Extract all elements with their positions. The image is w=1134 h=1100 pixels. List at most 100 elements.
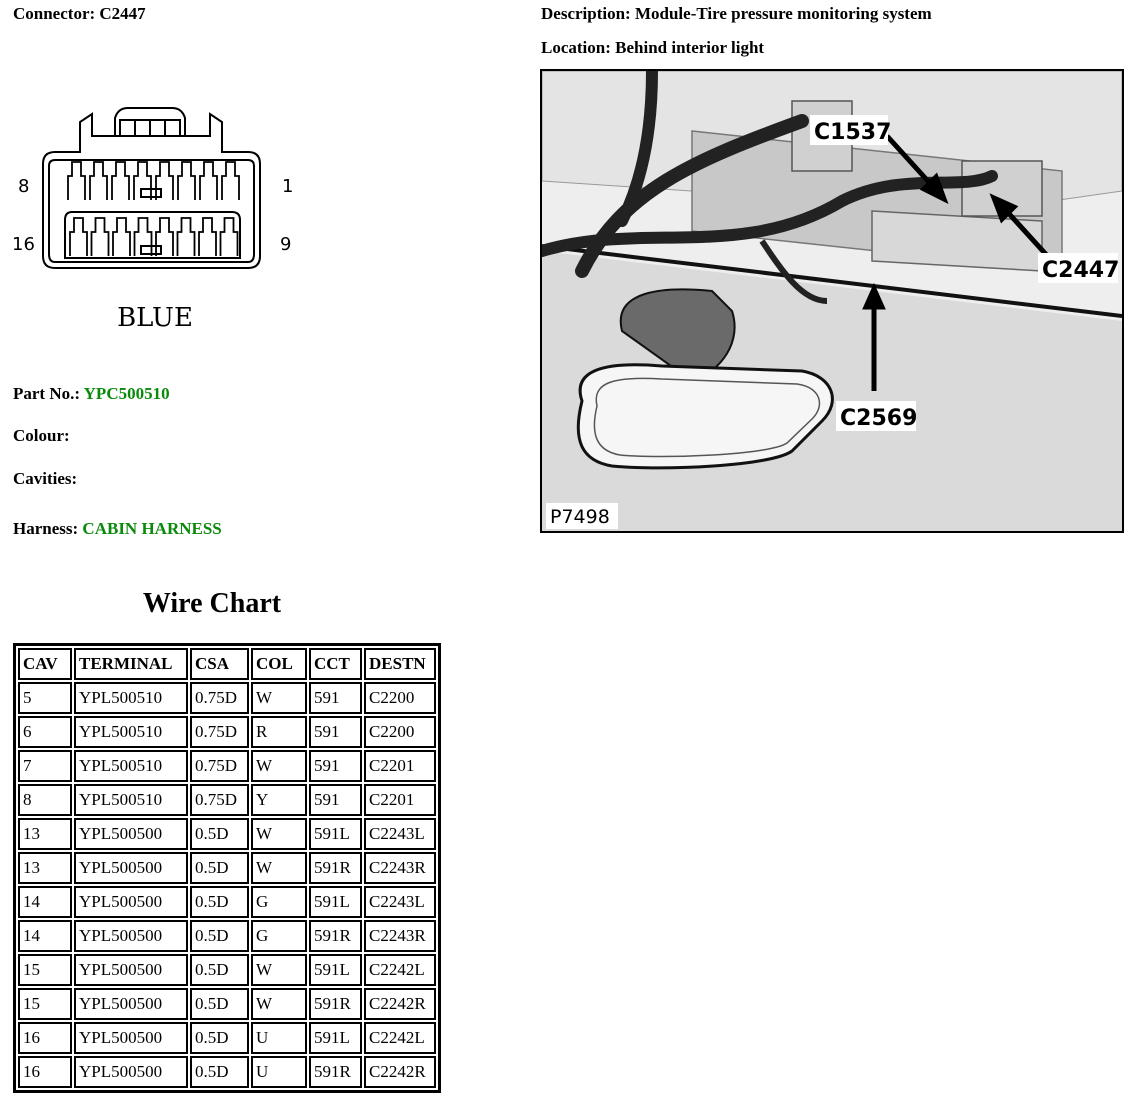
cell-csa: 0.5D	[190, 920, 249, 952]
cell-csa: 0.5D	[190, 886, 249, 918]
location-value: Behind interior light	[615, 38, 765, 57]
cell-terminal: YPL500500	[74, 954, 188, 986]
cell-cct: 591R	[309, 852, 362, 884]
cell-destn: C2200	[364, 682, 436, 714]
cell-cct: 591L	[309, 1022, 362, 1054]
part-label: Part No.:	[13, 384, 81, 403]
harness-label: Harness:	[13, 519, 79, 538]
cell-cct: 591	[309, 682, 362, 714]
cell-cct: 591R	[309, 1056, 362, 1088]
description-value: Module-Tire pressure monitoring system	[634, 4, 932, 23]
col-header-cav: CAV	[18, 648, 72, 680]
cell-terminal: YPL500500	[74, 886, 188, 918]
cell-col: R	[251, 716, 307, 748]
cell-terminal: YPL500500	[74, 1056, 188, 1088]
cell-terminal: YPL500500	[74, 852, 188, 884]
cell-cav: 6	[18, 716, 72, 748]
cell-csa: 0.5D	[190, 1022, 249, 1054]
pin-16-label: 16	[12, 234, 35, 255]
cell-cav: 8	[18, 784, 72, 816]
cell-col: U	[251, 1056, 307, 1088]
cell-csa: 0.75D	[190, 716, 249, 748]
cell-cct: 591L	[309, 886, 362, 918]
cell-cct: 591L	[309, 818, 362, 850]
cell-destn: C2243L	[364, 886, 436, 918]
cell-cav: 14	[18, 920, 72, 952]
cell-cav: 7	[18, 750, 72, 782]
cell-csa: 0.5D	[190, 988, 249, 1020]
pin-1-label: 1	[282, 176, 293, 197]
cell-csa: 0.5D	[190, 1056, 249, 1088]
cell-cav: 5	[18, 682, 72, 714]
cell-cct: 591R	[309, 920, 362, 952]
cell-col: Y	[251, 784, 307, 816]
cell-cct: 591	[309, 716, 362, 748]
cell-col: W	[251, 818, 307, 850]
cell-terminal: YPL500510	[74, 716, 188, 748]
connector-label: Connector:	[13, 4, 96, 23]
cell-csa: 0.75D	[190, 784, 249, 816]
wire-chart-title: Wire Chart	[142, 588, 282, 619]
col-header-terminal: TERMINAL	[74, 648, 188, 680]
cell-cav: 15	[18, 954, 72, 986]
cell-terminal: YPL500500	[74, 818, 188, 850]
cell-terminal: YPL500500	[74, 988, 188, 1020]
cell-terminal: YPL500500	[74, 920, 188, 952]
cell-csa: 0.5D	[190, 818, 249, 850]
cell-csa: 0.75D	[190, 750, 249, 782]
part-number-line: Part No.: YPC500510	[13, 384, 170, 404]
cell-col: W	[251, 954, 307, 986]
col-header-destn: DESTN	[364, 648, 436, 680]
cell-destn: C2201	[364, 750, 436, 782]
pin-9-label: 9	[280, 234, 291, 255]
connector-face-diagram: 8 1 16 9 BLUE	[10, 100, 310, 340]
cell-col: W	[251, 750, 307, 782]
cavities-label: Cavities:	[13, 469, 78, 488]
connector-color-text: BLUE	[117, 303, 193, 333]
cell-cav: 16	[18, 1022, 72, 1054]
cell-destn: C2242R	[364, 988, 436, 1020]
cell-destn: C2242L	[364, 954, 436, 986]
col-header-csa: CSA	[190, 648, 249, 680]
cell-cav: 14	[18, 886, 72, 918]
description-line: Description: Module-Tire pressure monito…	[541, 4, 932, 24]
harness-value: CABIN HARNESS	[82, 519, 222, 538]
cell-col: W	[251, 988, 307, 1020]
cell-destn: C2200	[364, 716, 436, 748]
cell-cav: 15	[18, 988, 72, 1020]
cell-terminal: YPL500510	[74, 750, 188, 782]
cell-destn: C2242L	[364, 1022, 436, 1054]
callout-c1537: C1537	[814, 120, 891, 145]
cavities-line: Cavities:	[13, 469, 77, 489]
cell-cav: 16	[18, 1056, 72, 1088]
location-photo: C1537 C2447 C2569 P7498	[540, 69, 1124, 533]
cell-csa: 0.5D	[190, 852, 249, 884]
location-line: Location: Behind interior light	[541, 38, 764, 58]
cell-csa: 0.5D	[190, 954, 249, 986]
cell-cct: 591R	[309, 988, 362, 1020]
cell-destn: C2243R	[364, 920, 436, 952]
cell-col: G	[251, 920, 307, 952]
cell-terminal: YPL500510	[74, 682, 188, 714]
cell-cct: 591L	[309, 954, 362, 986]
table-header-row: CAV TERMINAL CSA COL CCT DESTN	[18, 648, 436, 680]
cell-destn: C2243R	[364, 852, 436, 884]
cell-destn: C2201	[364, 784, 436, 816]
colour-line: Colour:	[13, 426, 70, 446]
cell-cav: 13	[18, 852, 72, 884]
pin-8-label: 8	[18, 176, 29, 197]
callout-c2569: C2569	[840, 406, 917, 431]
col-header-cct: CCT	[309, 648, 362, 680]
cell-col: W	[251, 852, 307, 884]
callout-c2447: C2447	[1042, 258, 1119, 283]
cell-terminal: YPL500500	[74, 1022, 188, 1054]
